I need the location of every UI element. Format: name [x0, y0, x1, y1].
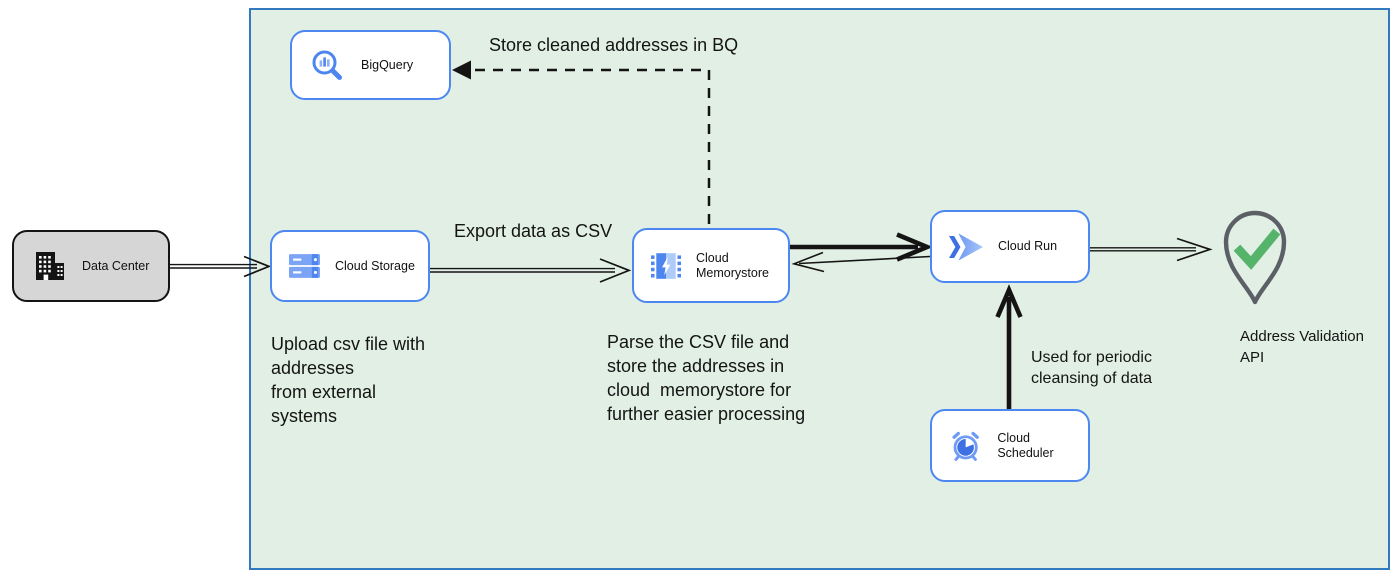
- node-cloud-storage: Cloud Storage: [270, 230, 430, 302]
- node-bigquery: BigQuery: [290, 30, 451, 100]
- node-cloud-storage-label: Cloud Storage: [335, 258, 415, 273]
- annotation-parse: Parse the CSV file and store the address…: [607, 332, 806, 424]
- annotation-store-bq: Store cleaned addresses in BQ: [489, 35, 739, 55]
- node-data-center: Data Center: [12, 230, 170, 302]
- node-cloud-run: Cloud Run: [930, 210, 1090, 283]
- annotation-upload: Upload csv file with addresses from exte…: [271, 334, 426, 426]
- node-data-center-label: Data Center: [82, 258, 150, 273]
- annotation-export-csv: Export data as CSV: [454, 221, 613, 241]
- node-cloud-memorystore-label: Cloud Memorystore: [696, 250, 769, 280]
- annotation-periodic: Used for periodic cleansing of data: [1031, 349, 1152, 387]
- node-cloud-scheduler-label: Cloud Scheduler: [997, 430, 1054, 460]
- node-bigquery-label: BigQuery: [361, 57, 414, 72]
- cloud-storage-icon: [289, 254, 320, 278]
- bigquery-icon: [312, 50, 342, 80]
- node-cloud-run-label: Cloud Run: [998, 239, 1058, 253]
- gcp-boundary: [249, 8, 1390, 570]
- address-validation-pin-icon: [1223, 210, 1287, 305]
- node-cloud-memorystore: Cloud Memorystore: [632, 228, 790, 303]
- cloud-run-icon: [949, 232, 983, 261]
- address-validation-label: Address Validation API: [1240, 328, 1364, 366]
- cloud-memorystore-icon: [651, 252, 681, 279]
- cloud-scheduler-icon: [952, 431, 979, 461]
- node-cloud-scheduler: Cloud Scheduler: [930, 409, 1090, 482]
- data-center-icon: [36, 252, 64, 280]
